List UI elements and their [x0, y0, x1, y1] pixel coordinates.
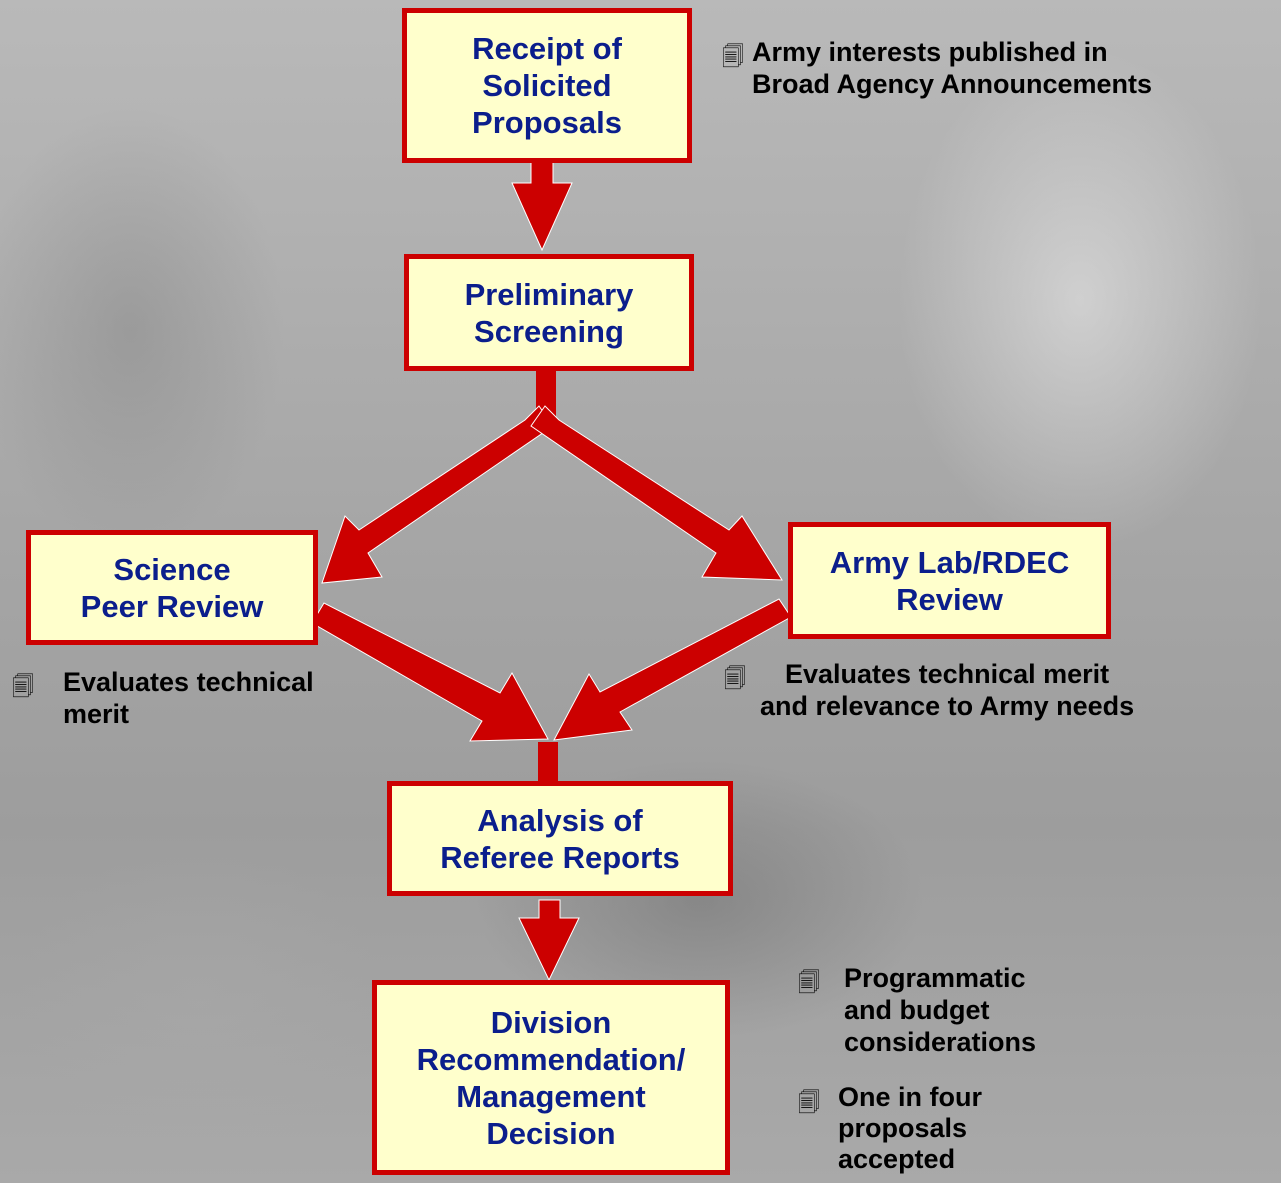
document-icon: 🗐	[798, 1090, 820, 1115]
stem-to-analysis	[538, 742, 558, 784]
document-icon: 🗐	[724, 666, 746, 691]
document-icon: 🗐	[798, 970, 820, 995]
one-in-four-note: One in four proposals accepted	[838, 1082, 982, 1174]
analysis-of-referee-reports-box: Analysis of Referee Reports	[387, 781, 733, 896]
arrow-screening-to-science	[321, 405, 554, 584]
arrow-receipt-to-screening	[511, 159, 573, 252]
programmatic-note: Programmatic and budget considerations	[844, 963, 1037, 1057]
receipt-of-solicited-proposals-box: Receipt of Solicited Proposals	[402, 8, 692, 163]
preliminary-screening-box: Preliminary Screening	[404, 254, 694, 371]
baa-note: Army interests published in Broad Agency…	[752, 37, 1153, 99]
document-icon: 🗐	[722, 44, 744, 69]
arrow-screening-to-army	[530, 405, 783, 581]
science-peer-review-box: Science Peer Review	[26, 530, 318, 645]
science-note: Evaluates technical merit	[63, 667, 314, 729]
document-icon: 🗐	[12, 674, 34, 699]
division-recommendation-box: Division Recommendation/ Management Deci…	[372, 980, 730, 1175]
split-stem	[536, 370, 556, 416]
arrow-army-to-analysis	[553, 598, 792, 741]
arrow-analysis-to-division	[518, 899, 580, 982]
army-note: Evaluates technical merit and relevance …	[760, 659, 1135, 721]
army-lab-rdec-review-box: Army Lab/RDEC Review	[788, 522, 1111, 639]
arrow-science-to-analysis	[311, 602, 549, 742]
